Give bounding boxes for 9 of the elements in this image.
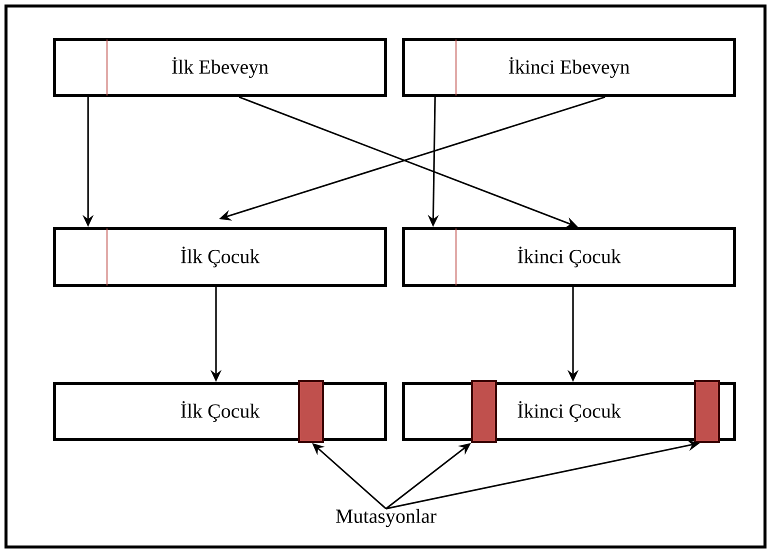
mutation-block	[471, 380, 497, 443]
mutation-block	[298, 380, 324, 443]
chromosome-box: İlk Ebeveyn	[53, 38, 387, 97]
chromosome-box: İkinci Ebeveyn	[402, 38, 736, 97]
chromosome-box: İlk Çocuk	[53, 227, 387, 287]
chromosome-box: İlk Çocuk	[53, 382, 387, 441]
mutation-block	[694, 380, 720, 443]
text-label: Mutasyonlar	[336, 508, 436, 528]
chromosome-box: İkinci Çocuk	[402, 227, 736, 287]
